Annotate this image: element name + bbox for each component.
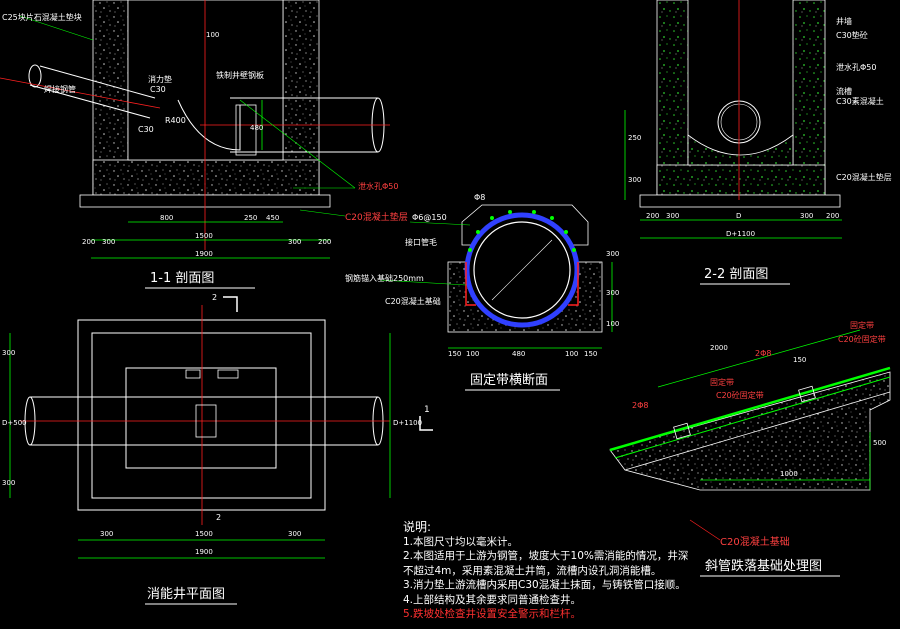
note-5: 4.上部结构及其余要求同普通检查井。	[403, 593, 582, 606]
label-joint: 接口管毛	[405, 237, 437, 247]
dim-band-300a: 300	[606, 250, 619, 258]
dim-band-150b: 150	[584, 350, 597, 358]
channel-fill	[687, 134, 794, 166]
label-cushion: 消力垫	[148, 74, 172, 84]
dim-200a: 200	[82, 238, 95, 246]
label-drain-2: 泄水孔Φ50	[836, 62, 876, 72]
label-c20: C20混凝土垫层	[345, 211, 408, 223]
slope-base	[609, 329, 891, 541]
right-wall-2	[792, 0, 826, 196]
dim-300a-2: 300	[666, 212, 679, 220]
dim-band-480: 480	[512, 350, 525, 358]
mark-1: 1	[424, 405, 430, 415]
inflow-pipe	[0, 64, 161, 119]
dim-band-100b: 100	[565, 350, 578, 358]
label-c20-band-b: C20砼固定带	[716, 390, 764, 400]
note-2: 2.本图适用于上游为钢管，坡度大于10%需消能的情况，井深	[403, 550, 689, 562]
label-channel: 流槽	[836, 86, 852, 96]
note-1: 1.本图尺寸均以毫米计。	[403, 535, 519, 548]
label-phi8: Φ8	[474, 193, 485, 202]
label-c20-band-a: C20砼固定带	[838, 334, 886, 344]
note-3: 不超过4m，采用素混凝土井筒，流槽内设孔洞消能槽。	[403, 564, 662, 577]
label-well-wall: 井墙	[836, 16, 852, 26]
dim-slope-500: 500	[873, 439, 886, 447]
dim-300-2: 300	[628, 176, 641, 184]
dim-d-2: D	[736, 212, 741, 220]
label-anchor: 钢筋锚入基础250mm	[345, 273, 424, 283]
dim-total-2: D+1100	[726, 230, 755, 238]
dim-100: 100	[206, 31, 219, 39]
label-c30a: C30	[150, 85, 166, 94]
dim-plan-300d: 300	[288, 530, 301, 538]
label-c20-2: C20混凝土垫层	[836, 172, 892, 182]
dim-800: 800	[160, 214, 173, 222]
label-band-a: 固定带	[850, 320, 874, 330]
dim-band-100: 100	[606, 320, 619, 328]
dim-250-2: 250	[628, 134, 641, 142]
band-section	[379, 204, 613, 349]
section-1-1	[0, 0, 390, 259]
note-4: 3.消力垫上游流槽内采用C30混凝土抹面，与铸铁管口接顺。	[403, 579, 686, 591]
mark-2: 2	[212, 293, 217, 302]
label-c30-concrete: C30素混凝土	[836, 96, 884, 106]
label-gravel: C25块片石混凝土垫块	[2, 12, 82, 22]
note-6: 5.跌坡处检查井设置安全警示和栏杆。	[403, 608, 582, 620]
section-2-2	[624, 0, 842, 239]
plan-view	[9, 296, 433, 559]
mark-2b: 2	[216, 513, 221, 522]
label-band-b: 固定带	[710, 377, 734, 387]
dim-300b: 300	[288, 238, 301, 246]
title-section-1-1: 1-1 剖面图	[150, 271, 214, 286]
dim-band-300b: 300	[606, 289, 619, 297]
label-r400: R400	[165, 116, 186, 125]
energy-cushion	[177, 99, 241, 151]
notes-block: 说明: 1.本图尺寸均以毫米计。 2.本图适用于上游为钢管，坡度大于10%需消能…	[403, 520, 693, 622]
dim-250: 250	[244, 214, 257, 222]
dim-slope-150: 150	[793, 356, 806, 364]
title-slope: 斜管跌落基础处理图	[705, 558, 822, 574]
title-section-2-2: 2-2 剖面图	[704, 267, 768, 282]
dim-1900: 1900	[195, 250, 213, 258]
dim-plan-300b: 300	[2, 479, 15, 487]
dim-1500: 1500	[195, 232, 213, 240]
label-c20-band: C20混凝土基础	[385, 296, 441, 306]
outflow-pipe	[200, 97, 390, 153]
dim-band-100a: 100	[466, 350, 479, 358]
dim-200a-2: 200	[646, 212, 659, 220]
label-phi8b: 2Φ8	[755, 349, 771, 358]
dim-plan-300c: 300	[100, 530, 113, 538]
dim-plan-300: 300	[2, 349, 15, 357]
dim-plan-d1100: D+1100	[393, 419, 422, 427]
label-vertical-plate: 铁制井壁钢板	[216, 70, 264, 80]
dim-plan-1900: 1900	[195, 548, 213, 556]
left-wall-2	[656, 0, 689, 196]
dim-300a: 300	[102, 238, 115, 246]
label-phi8a: 2Φ8	[632, 401, 648, 410]
dim-200b: 200	[318, 238, 331, 246]
dim-slope-1000: 1000	[780, 470, 798, 478]
label-pipe: 焊接钢管	[44, 84, 76, 94]
label-c30b: C30	[138, 125, 154, 134]
title-band: 固定带横断面	[470, 373, 548, 388]
dim-band-150a: 150	[448, 350, 461, 358]
dim-plan-d500: D+500	[2, 419, 27, 427]
dim-300b-2: 300	[800, 212, 813, 220]
label-phi6: Φ6@150	[412, 213, 447, 222]
title-plan: 消能井平面图	[147, 587, 225, 602]
inner-chamber	[125, 367, 277, 469]
dim-450: 450	[266, 214, 279, 222]
dim-480: 480	[250, 124, 263, 132]
label-c20-base: C20混凝土基础	[720, 535, 790, 548]
dim-plan-1500: 1500	[195, 530, 213, 538]
dim-200b-2: 200	[826, 212, 839, 220]
notes-heading: 说明:	[403, 520, 432, 534]
dim-slope-2000: 2000	[710, 344, 728, 352]
label-c30-pad: C30垫砼	[836, 30, 868, 40]
label-drain: 泄水孔Φ50	[358, 181, 398, 191]
well-floor	[92, 159, 320, 196]
